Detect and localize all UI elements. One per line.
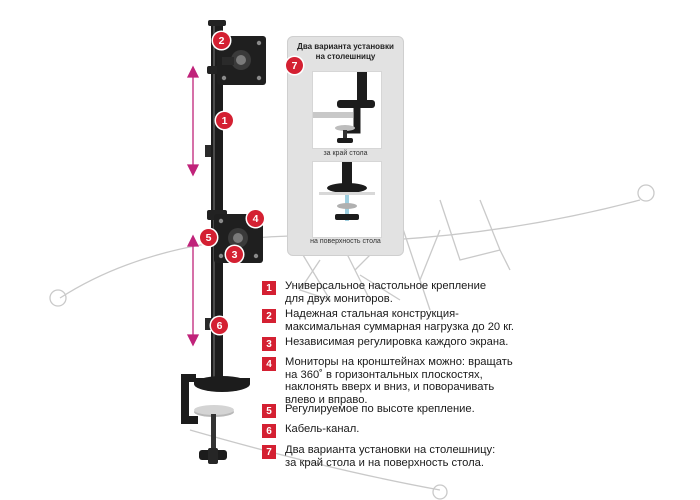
legend-line: Кабель-канал. <box>285 423 360 435</box>
callout-badge-3: 3 <box>226 246 243 263</box>
legend-line: максимальная суммарная нагрузка до 20 кг… <box>285 320 514 333</box>
legend-line: Универсальное настольное крепление <box>285 280 487 292</box>
installation-options-inset: Два варианта установки на столешницу 7 з… <box>286 36 404 256</box>
legend-number: 4 <box>262 357 276 371</box>
legend-text: Мониторы на кронштейнах можно: вращать н… <box>285 356 545 406</box>
legend-number: 1 <box>262 281 276 295</box>
callout-badge-1: 1 <box>216 112 233 129</box>
legend-text: Универсальное настольное крепление для д… <box>285 280 545 305</box>
desk-clamp-icon <box>181 374 250 464</box>
legend-line: влево и вправо. <box>285 393 368 406</box>
legend-text: Кабель-канал. <box>285 423 545 436</box>
callout-badge-2: 2 <box>213 32 230 49</box>
legend-line: Надежная стальная конструкция- <box>285 308 459 320</box>
monitor-vesa-plate-icon <box>217 36 266 85</box>
legend-item: 6 Кабель-канал. <box>262 423 545 438</box>
legend-item: 7 Два варианта установки на столешницу: … <box>262 444 545 469</box>
inset-title: Два варианта установки на столешницу <box>288 42 403 62</box>
legend-number: 5 <box>262 404 276 418</box>
callout-badge-7: 7 <box>286 57 303 74</box>
legend-number: 7 <box>262 445 276 459</box>
legend-number: 6 <box>262 424 276 438</box>
surface-mount-caption: на поверхность стола <box>310 238 381 245</box>
callout-badge-4: 4 <box>247 210 264 227</box>
legend-line: Мониторы на кронштейнах можно: вращать <box>285 356 513 368</box>
legend-item: 5 Регулируемое по высоте крепление. <box>262 403 545 418</box>
legend-text: Регулируемое по высоте крепление. <box>285 403 545 416</box>
legend-line: наклонять вверх и вниз, и поворачивать <box>285 381 495 393</box>
height-arrow-icon <box>186 65 200 177</box>
legend-item: 2 Надежная стальная конструкция- максима… <box>262 308 545 333</box>
callout-badge-5: 5 <box>200 229 217 246</box>
legend-text: Независимая регулировка каждого экрана. <box>285 336 545 349</box>
legend-line: Независимая регулировка каждого экрана. <box>285 336 509 348</box>
legend-line: на 360˚ в горизонтальных плоскостях, <box>285 368 483 381</box>
inset-title-line: на столешницу <box>315 52 376 61</box>
legend-number: 3 <box>262 337 276 351</box>
edge-clamp-photo <box>312 71 382 149</box>
legend-item: 1 Универсальное настольное крепление для… <box>262 280 545 305</box>
grommet-mount-photo <box>312 161 382 238</box>
legend-line: за край стола и на поверхность стола. <box>285 456 484 469</box>
height-arrow-icon <box>186 234 200 347</box>
edge-mount-caption: за край стола <box>323 150 368 157</box>
legend-text: Два варианта установки на столешницу: за… <box>285 444 545 469</box>
legend-item: 4 Мониторы на кронштейнах можно: вращать… <box>262 356 545 406</box>
legend-item: 3 Независимая регулировка каждого экрана… <box>262 336 545 351</box>
legend-line: для двух мониторов. <box>285 292 393 305</box>
legend-line: Регулируемое по высоте крепление. <box>285 403 475 415</box>
callout-badge-6: 6 <box>211 317 228 334</box>
desk-clamp-icon <box>319 162 375 221</box>
legend-line: Два варианта установки на столешницу: <box>285 444 496 456</box>
desk-clamp-icon <box>313 72 375 143</box>
legend-text: Надежная стальная конструкция- максималь… <box>285 308 545 333</box>
legend-number: 2 <box>262 309 276 323</box>
inset-title-line: Два варианта установки <box>297 42 394 51</box>
